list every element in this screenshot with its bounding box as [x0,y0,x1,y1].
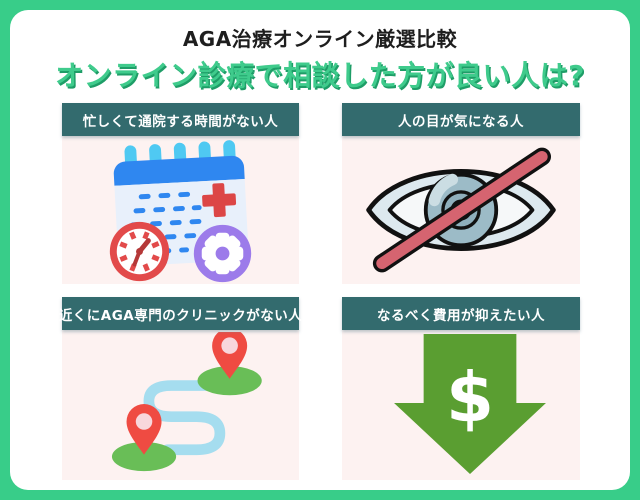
cost-down-arrow-icon: $ [394,333,546,475]
panel-no-time-header: 忙しくて通院する時間がない人 [62,103,299,136]
panel-privacy-header: 人の目が気になる人 [342,103,580,136]
dollar-sign: $ [446,358,494,438]
panel-low-cost-header: なるべく費用が抑えたい人 [342,297,580,330]
medical-cross-icon [201,183,236,218]
gear-icon [193,224,251,283]
panel-no-time: 忙しくて通院する時間がない人 [62,103,299,284]
panel-privacy-body [342,136,580,284]
panel-low-cost: なるべく費用が抑えたい人 $ [342,297,580,480]
infographic-card: AGA治療オンライン厳選比較 オンライン診療で相談した方が良い人は? 忙しくて通… [10,10,630,490]
map-route-icon [111,332,262,472]
calendar-schedule-icon [109,140,251,283]
panel-no-clinic-body [62,330,299,480]
page-title: AGA治療オンライン厳選比較 [182,27,458,51]
panel-no-clinic-header: 近くにAGA専門のクリニックがない人 [59,297,302,330]
page-subtitle: オンライン診療で相談した方が良い人は? [55,59,585,92]
panel-no-clinic: 近くにAGA専門のクリニックがない人 [59,297,302,480]
map-pin-icon [126,404,162,455]
panel-privacy: 人の目が気になる人 [342,103,580,284]
map-pin-icon [211,332,247,379]
hidden-eye-icon [366,147,556,273]
panel-no-time-body [62,136,299,284]
clock-icon [109,221,169,282]
panel-low-cost-body: $ [342,330,580,480]
